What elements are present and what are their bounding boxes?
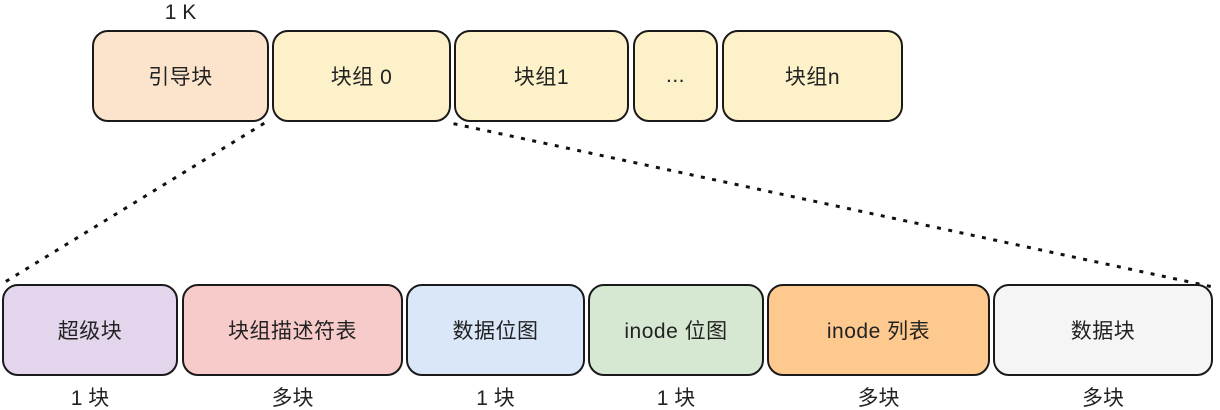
box-block-group-1: 块组1: [454, 30, 629, 122]
box-group-descriptor-table: 块组描述符表: [182, 284, 403, 376]
box-data-bitmap: 数据位图: [406, 284, 585, 376]
size-label-super-block: 1 块: [70, 387, 110, 410]
box-inode-bitmap: inode 位图: [588, 284, 764, 376]
box-block-group-ellipsis: ...: [633, 30, 718, 122]
size-label-data-bitmap: 1 块: [476, 387, 515, 410]
size-label-inode-bitmap: 1 块: [656, 387, 696, 410]
box-boot-block: 引导块: [92, 30, 269, 122]
boot-block-size-label: 1 K: [164, 1, 197, 24]
expansion-line-right: [453, 122, 1215, 289]
box-super-block: 超级块: [2, 284, 178, 376]
expansion-line-left: [2, 121, 266, 285]
box-block-group-n: 块组n: [722, 30, 903, 122]
size-label-group-descriptor-table: 多块: [271, 387, 314, 410]
box-block-group-0: 块组 0: [272, 30, 451, 122]
box-data-blocks: 数据块: [993, 284, 1213, 376]
size-label-inode-table: 多块: [857, 387, 900, 410]
box-inode-table: inode 列表: [767, 284, 990, 376]
size-label-data-blocks: 多块: [1082, 387, 1124, 410]
